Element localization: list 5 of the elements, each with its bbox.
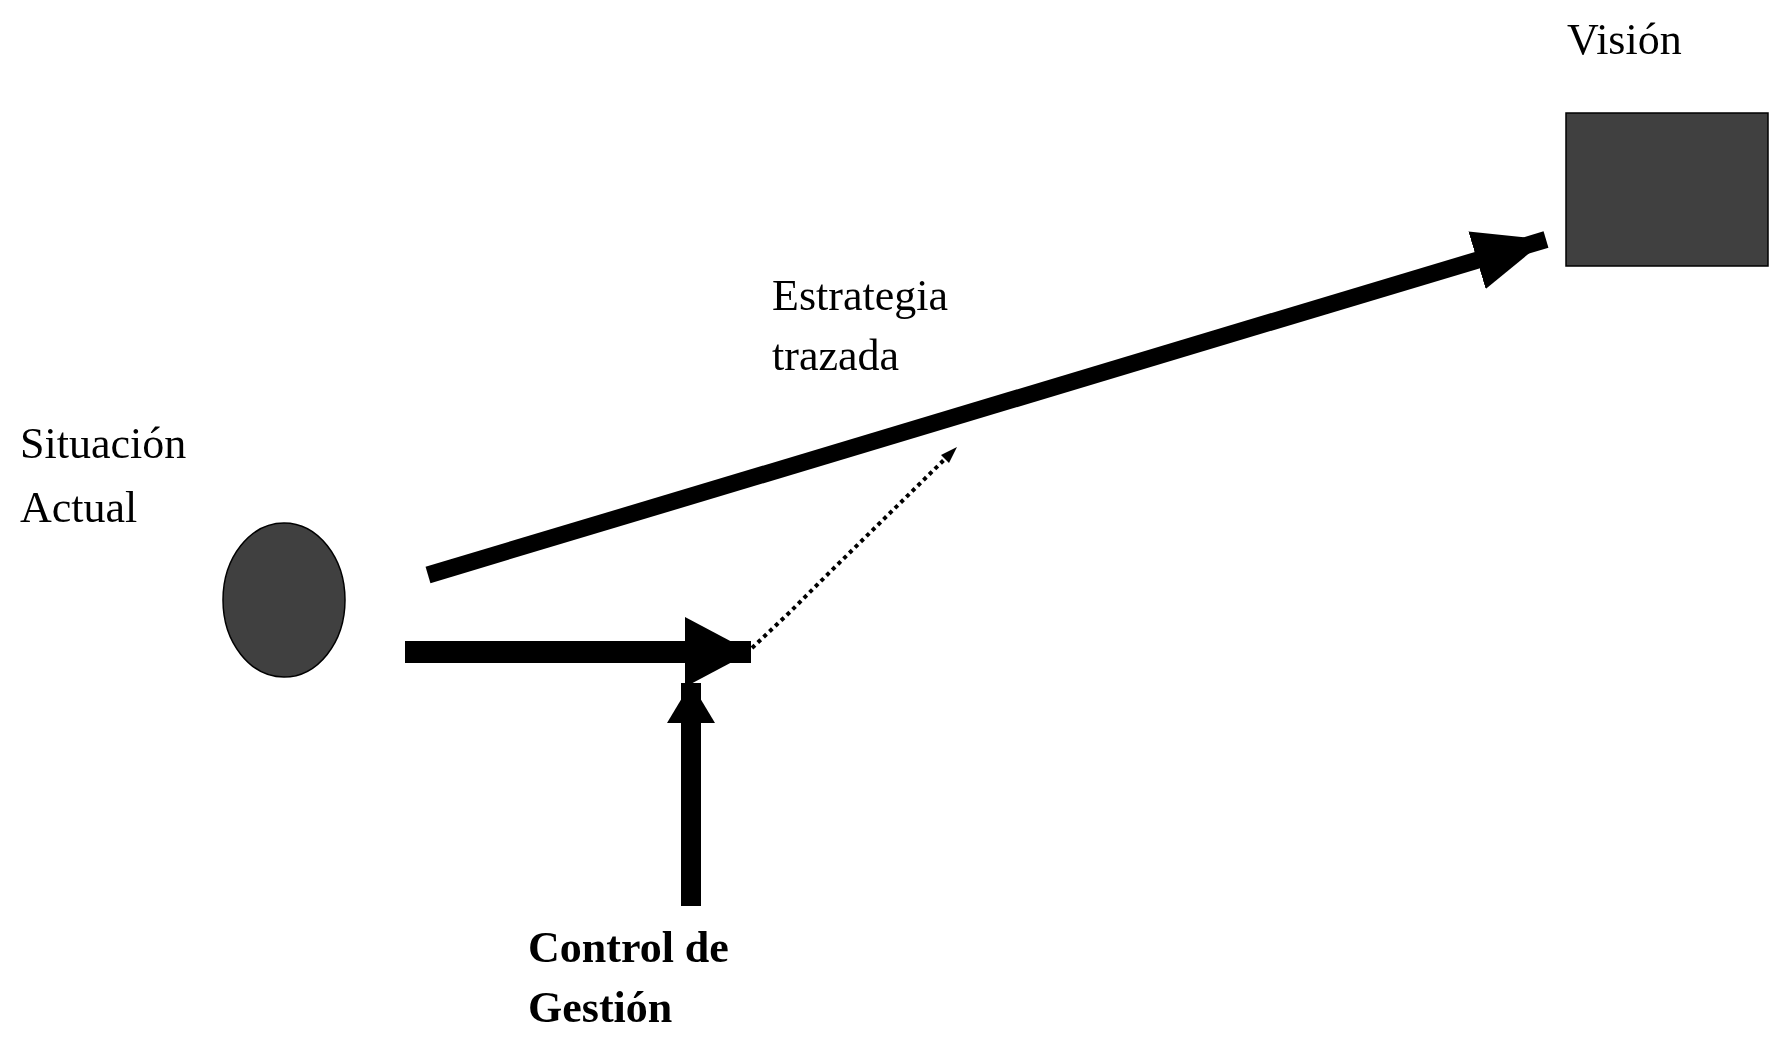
situation-label: Situación Actual <box>20 418 188 534</box>
heading-label: Visión <box>1567 14 1683 66</box>
ellipse-shape <box>222 522 346 678</box>
control-label: Control de Gestión <box>528 922 730 1034</box>
square-shape <box>1565 112 1769 267</box>
